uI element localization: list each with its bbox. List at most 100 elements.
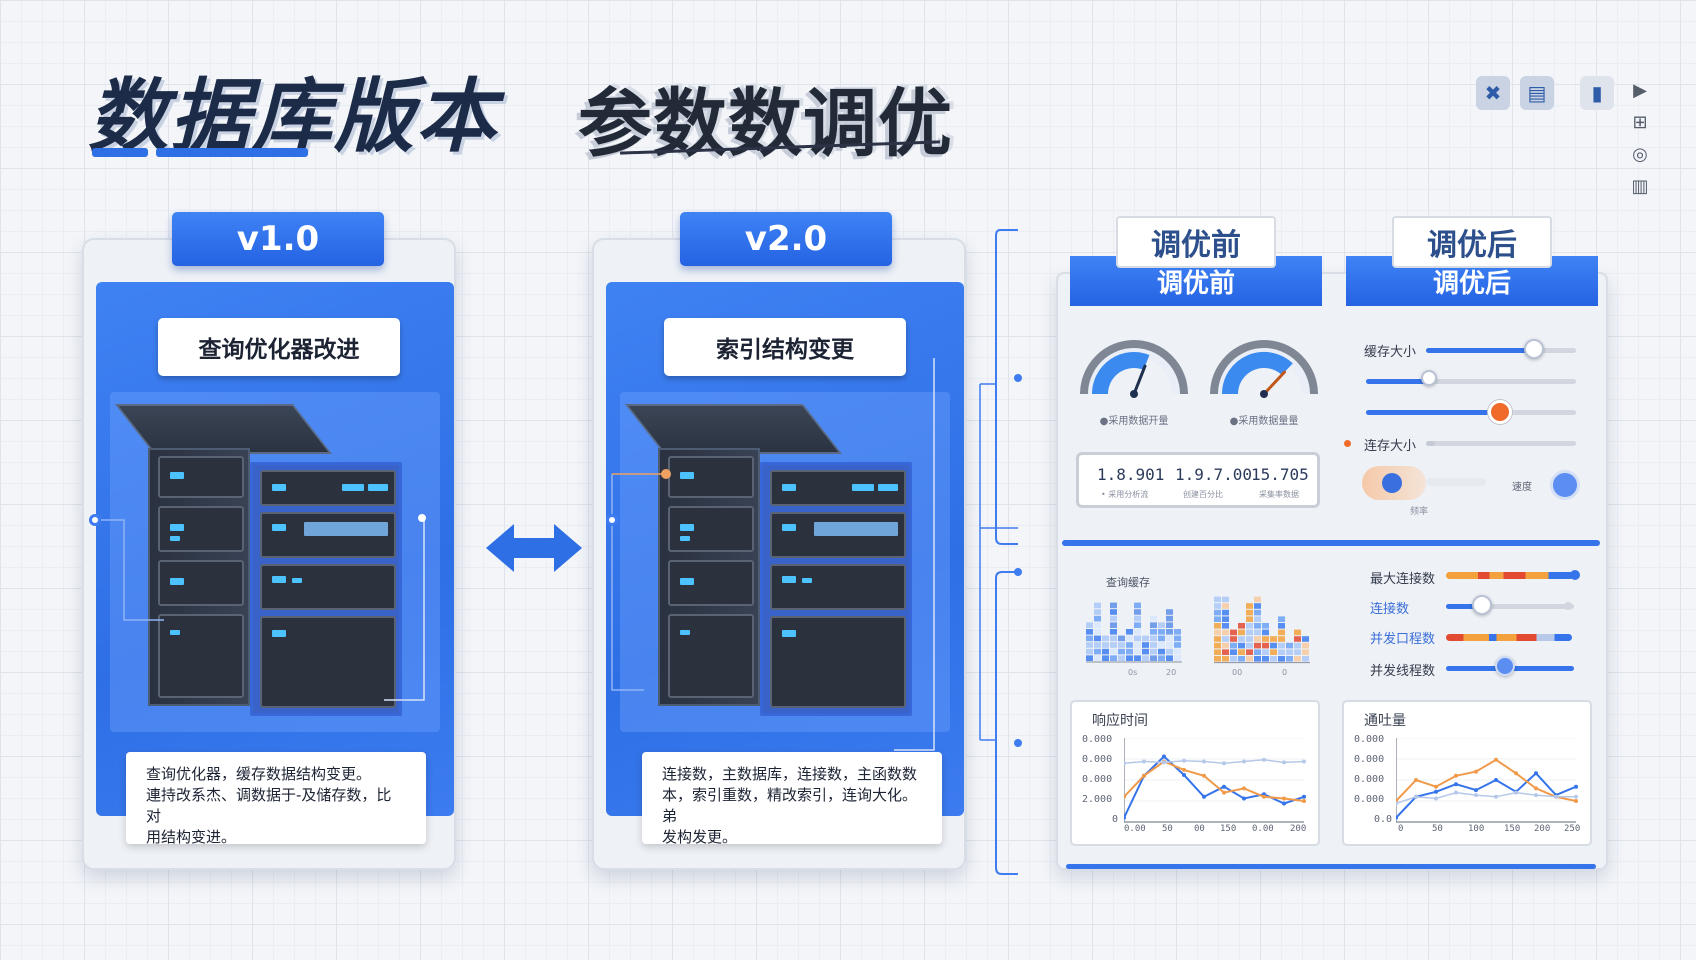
heatmap-cell [1246,623,1253,629]
slider-label-conn-cache: 连存大小 [1364,439,1417,454]
compare-arrow-icon [486,524,582,572]
series-point [1302,759,1306,764]
slider-knob[interactable] [1494,656,1515,676]
toggle-frequency[interactable] [1362,466,1426,500]
series-point [1474,788,1478,793]
heatmap-cell [1254,609,1261,616]
series-point [1222,790,1226,795]
close-glyph: ✖ [1484,81,1502,105]
heatmap-cell [1254,596,1261,603]
heatmap-cell [1094,615,1101,622]
slider-max-conn[interactable] [1446,572,1574,579]
series-point [1162,754,1166,759]
slider-conn[interactable] [1446,604,1574,609]
heatmap-cell [1174,642,1181,648]
heatmap-cell [1262,636,1269,642]
target-icon[interactable]: ◎ [1630,144,1650,165]
heatmap-cell [1142,648,1149,655]
series-point [1574,794,1578,799]
series-point [1202,773,1206,778]
heatmap-cell [1110,642,1117,648]
slider-label-concurrency: 并发口程数 [1370,632,1436,647]
heatmap-cell [1278,623,1285,629]
slider-knob[interactable] [1570,570,1580,580]
readout-value: 1.9.7.00 [1175,465,1253,484]
y-tick: 0.0 [1374,814,1393,825]
series-point [1554,794,1558,799]
play-glyph: ▶ [1633,80,1647,101]
chart-icon[interactable]: ▥ [1630,176,1650,197]
readout-value: 15.705 [1251,465,1309,484]
x-tick: 150 [1504,824,1521,834]
version-tab-v2[interactable]: v2.0 [680,212,892,266]
tab-before[interactable]: 调优前 [1116,216,1276,268]
series-point [1534,793,1538,798]
heatmap-cell [1214,603,1221,609]
tab-after[interactable]: 调优后 [1392,216,1552,268]
series-point [1262,757,1266,762]
panel-icon[interactable]: ▮ [1580,76,1614,110]
series-point [1514,771,1518,776]
heatmap-cell [1134,635,1141,642]
toggle-label-speed: 速度 [1512,482,1532,493]
close-icon[interactable]: ✖ [1476,76,1510,110]
slider-label-conn: 连接数 [1370,602,1410,617]
series-point [1434,784,1438,789]
connector-node-v1-left[interactable] [89,514,101,526]
heatmap-cell [1166,622,1173,628]
heatmap-cell [1110,609,1117,615]
series-point [1282,796,1286,801]
slider-knob[interactable] [1524,339,1544,359]
connector-node-v1-right [418,514,426,522]
slider-knob[interactable] [1471,595,1492,615]
y-tick: 0 [1112,814,1119,825]
slider-cache[interactable] [1426,348,1576,353]
gauge-label: ●采用数据开量 [1099,416,1169,427]
line-chart-plot [1396,738,1578,823]
heatmap-cell [1270,656,1277,662]
slider-3[interactable] [1366,410,1576,415]
heatmap-cell [1150,648,1157,655]
slider-concurrency[interactable] [1446,634,1572,641]
heatmap-cell [1222,603,1229,609]
x-tick: 200 [1290,824,1307,834]
heatmap-cell [1286,656,1293,662]
heatmap-cell [1286,649,1293,655]
x-tick: 0 [1398,824,1404,834]
version-tab-v1[interactable]: v1.0 [172,212,384,266]
layout-icon[interactable]: ▤ [1520,76,1554,110]
heatmap-cell [1238,636,1245,642]
heatmap-cell [1126,642,1133,648]
heatmap-cell [1222,629,1229,636]
series-line [1396,771,1577,819]
slider-2[interactable] [1366,379,1576,384]
heatmap-axis-tick: 00 [1232,668,1243,677]
heatmap-cell [1094,635,1101,642]
slider-conn-cache[interactable] [1426,441,1576,446]
heatmap-cell [1174,635,1181,642]
slider-knob[interactable] [1421,370,1437,386]
series-point [1574,799,1578,803]
gauge-before [1080,340,1188,398]
heatmap-cell [1126,635,1133,642]
heatmap-cell [1094,642,1101,648]
heatmap-cell [1134,609,1141,615]
x-tick: 50 [1432,824,1443,834]
heatmap-cell [1110,615,1117,622]
heatmap-cell [1158,622,1165,628]
slider-knob-active[interactable] [1488,400,1513,424]
speed-toggle-knob[interactable] [1550,470,1580,500]
connectors-v2 [611,358,935,751]
line-chart-card-throughput: 通吐量 0.000 0.000 0.000 0.000 0.0 0 50 100… [1342,700,1592,846]
heatmap-before [1086,602,1182,663]
heatmap-title: 查询缓存 [1106,576,1150,589]
heatmap-cell [1294,636,1301,642]
server-illustration-v1 [114,404,408,716]
grid-icon[interactable]: ⊞ [1630,112,1650,133]
play-icon[interactable]: ▶ [1630,80,1650,101]
readout-caption: 创建百分比 [1183,490,1223,499]
y-tick: 0.000 [1354,774,1385,785]
connector-node-v2-left[interactable] [606,514,618,526]
series-point [1414,794,1418,799]
series-point [1434,796,1438,801]
